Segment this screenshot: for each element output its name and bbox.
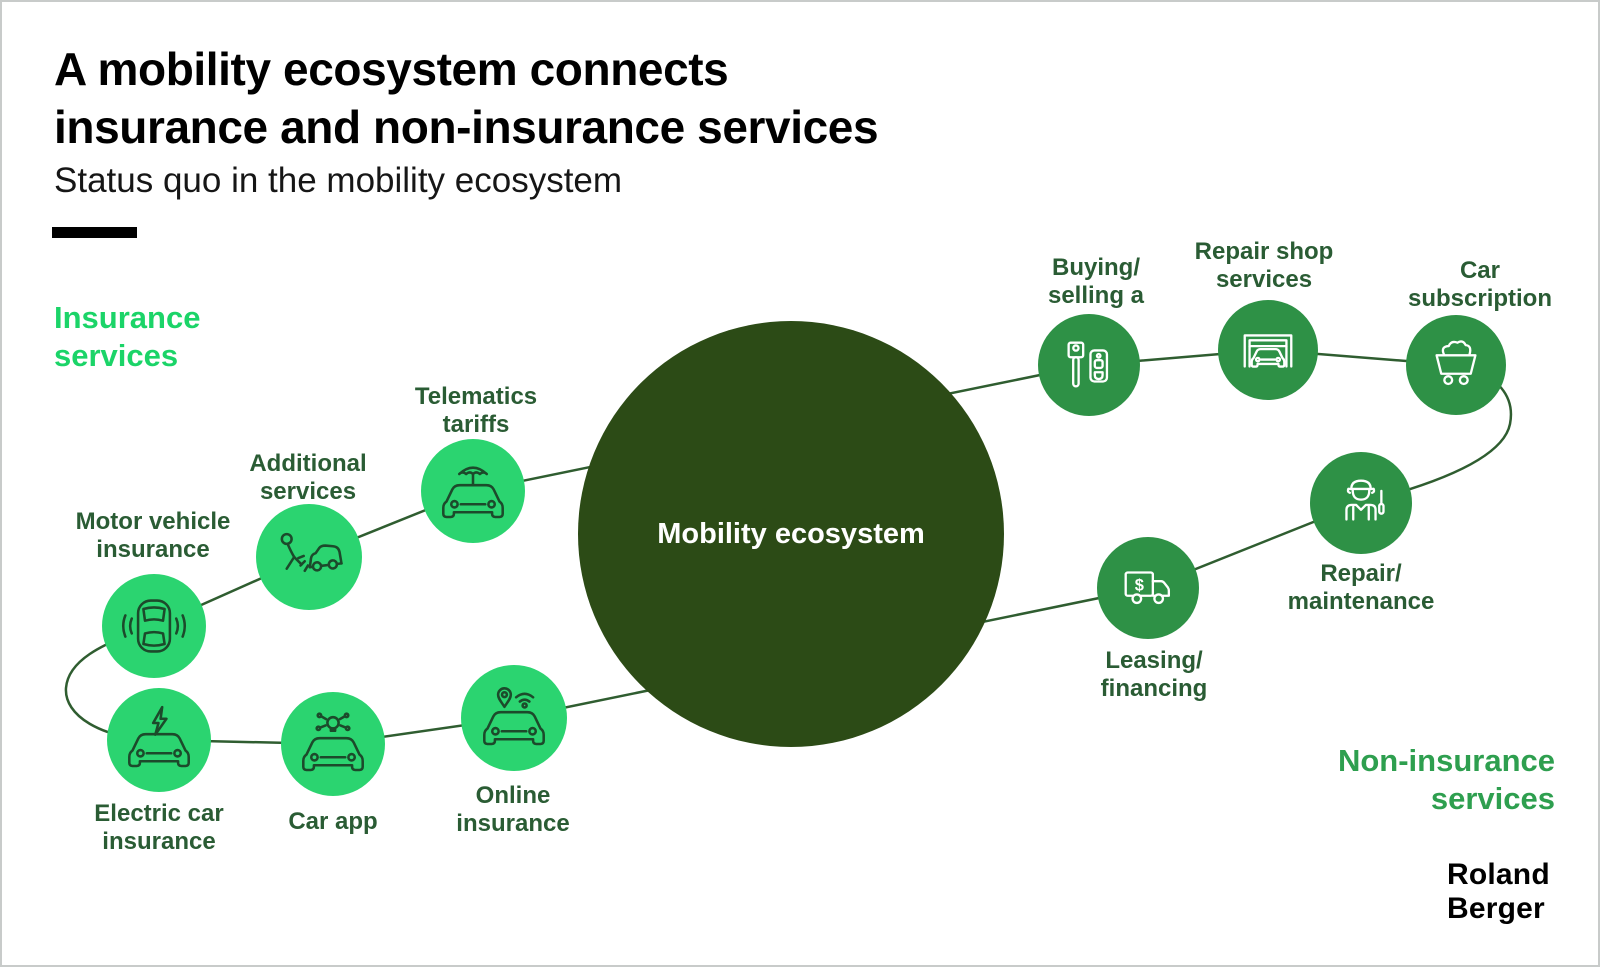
money-truck-icon: $ <box>1124 571 1171 605</box>
page-title: A mobility ecosystem connects insurance … <box>54 43 879 153</box>
garage-icon <box>1243 334 1293 368</box>
svg-text:$: $ <box>1135 576 1144 594</box>
mobility-ecosystem-circle: Mobility ecosystem <box>578 321 1004 747</box>
node-car-app <box>281 692 385 796</box>
title-underline-dash <box>52 227 137 238</box>
label-electric-car-insurance: Electric car insurance <box>94 800 224 855</box>
car-umbrella-icon <box>442 466 504 519</box>
mechanic-icon <box>1345 479 1385 521</box>
node-buying-selling <box>1038 314 1140 416</box>
label-leasing-financing: Leasing/ financing <box>1100 647 1208 702</box>
car-lightning-icon <box>128 705 190 768</box>
label-telematics-tariffs: Telematics tariffs <box>414 383 538 438</box>
car-sensors-icon <box>121 599 187 653</box>
node-car-subscription <box>1406 315 1506 415</box>
car-key-icon <box>1067 341 1109 388</box>
insurance-services-heading: Insurance services <box>54 300 201 373</box>
roland-berger-logo: Roland Berger <box>1447 858 1550 925</box>
node-online-insurance <box>461 665 567 771</box>
node-repair-maintenance <box>1310 452 1412 554</box>
node-electric-car-insurance <box>107 688 211 792</box>
cart-icon <box>1435 340 1477 386</box>
person-breakdown-car-icon <box>280 532 343 573</box>
label-repair-maintenance: Repair/ maintenance <box>1287 560 1435 615</box>
label-buying-selling: Buying/ selling a <box>1047 254 1145 309</box>
non-insurance-services-heading: Non-insurance services <box>1337 743 1555 816</box>
label-car-app: Car app <box>288 808 378 835</box>
label-motor-vehicle-insurance: Motor vehicle insurance <box>75 508 231 563</box>
label-online-insurance: Online insurance <box>456 782 570 837</box>
node-additional-services <box>256 504 362 610</box>
node-motor-vehicle-insurance <box>102 574 206 678</box>
car-location-wifi-icon <box>483 687 545 746</box>
node-leasing-financing: $ <box>1097 537 1199 639</box>
label-car-subscription: Car subscription <box>1407 257 1553 312</box>
label-repair-shop-services: Repair shop services <box>1194 238 1334 293</box>
page-subtitle: Status quo in the mobility ecosystem <box>54 161 623 200</box>
label-additional-services: Additional services <box>249 450 367 505</box>
node-telematics-tariffs <box>421 439 525 543</box>
mobility-ecosystem-label: Mobility ecosystem <box>657 517 925 550</box>
car-connected-app-icon <box>302 712 364 772</box>
node-repair-shop-services <box>1218 300 1318 400</box>
